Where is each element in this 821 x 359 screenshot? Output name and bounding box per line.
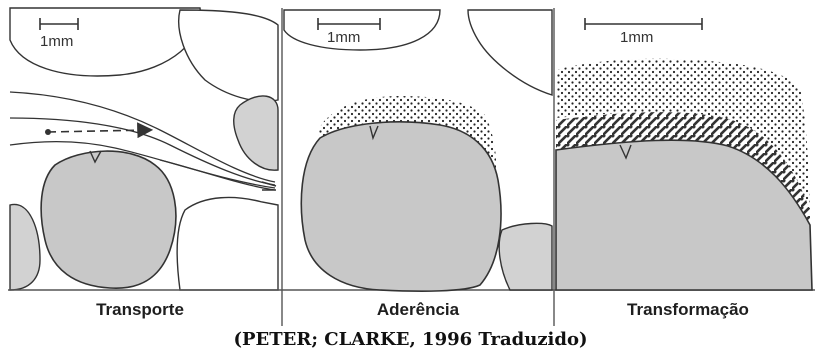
- grain-shape: [10, 204, 40, 290]
- panel-transporte: 1mm: [10, 8, 278, 290]
- caption-transporte: Transporte: [0, 300, 280, 320]
- panel-aderencia: 1mm: [284, 10, 552, 291]
- panel-transformacao: 1mm: [556, 18, 812, 290]
- grain-shape: [179, 10, 278, 101]
- caption-transformacao: Transformação: [555, 300, 821, 320]
- scale-bar: 1mm: [585, 18, 702, 46]
- citation: (PETER; CLARKE, 1996 Traduzido): [0, 329, 821, 350]
- caption-aderencia: Aderência: [283, 300, 553, 320]
- grain-shape: [177, 197, 278, 290]
- scale-label: 1mm: [40, 33, 73, 50]
- particle: [301, 122, 501, 291]
- scale-label: 1mm: [327, 29, 360, 46]
- grain-shape: [284, 10, 440, 50]
- grain-shape: [499, 223, 552, 290]
- grain-shape: [10, 8, 200, 76]
- particle: [41, 151, 176, 288]
- scale-label: 1mm: [620, 29, 653, 46]
- grain-shape: [234, 96, 278, 170]
- grain-shape: [468, 10, 552, 95]
